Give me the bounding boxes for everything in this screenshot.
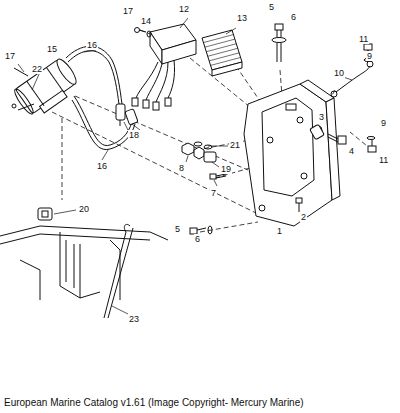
- cooling-fin: [203, 35, 233, 43]
- callout-number: 5: [174, 224, 181, 234]
- callout-number: 1: [276, 226, 283, 236]
- sleeve-and-bolt: [310, 124, 346, 144]
- callout-number: 16: [86, 40, 98, 50]
- callout-number: 7: [210, 188, 217, 198]
- ground-lead: [331, 44, 376, 152]
- callout-number: 6: [194, 234, 201, 244]
- callout-number: 2: [300, 212, 307, 222]
- callout-number: 10: [333, 68, 345, 78]
- cooling-fin: [205, 39, 235, 47]
- callout-number: 12: [178, 4, 190, 14]
- callout-number: 15: [46, 44, 58, 54]
- fasteners: [182, 142, 302, 234]
- assembly-lines: [52, 30, 372, 232]
- callout-number: 17: [4, 51, 16, 61]
- callout-number: 8: [178, 163, 185, 173]
- bolt: [272, 24, 286, 62]
- callout-number: 22: [31, 64, 43, 74]
- callout-number: 6: [290, 12, 297, 22]
- callout-number: 20: [78, 204, 90, 214]
- callout-number: 16: [96, 161, 108, 171]
- callout-number: 11: [378, 155, 389, 165]
- callout-number: 9: [380, 118, 387, 128]
- callout-number: 21: [229, 140, 241, 150]
- mounting-bracket: [244, 80, 340, 226]
- callout-number: 23: [128, 314, 140, 324]
- engine-block: [0, 208, 168, 300]
- callout-number: 4: [348, 146, 355, 156]
- callout-number: 9: [366, 51, 373, 61]
- callout-number: 13: [236, 13, 248, 23]
- cooling-fin: [209, 53, 239, 61]
- callout-number: 11: [358, 34, 369, 44]
- image-caption: European Marine Catalog v1.61 (Image Cop…: [4, 397, 304, 409]
- cooling-fin: [208, 48, 238, 56]
- switch-box: [132, 24, 196, 110]
- cooling-fin: [211, 57, 241, 65]
- leader-lines: [18, 18, 352, 314]
- callout-number: 14: [140, 16, 152, 26]
- callout-number: 3: [318, 112, 325, 122]
- callout-number: 19: [220, 164, 232, 174]
- cooling-fin: [206, 44, 236, 52]
- rectifier: [202, 30, 242, 76]
- callout-number: 17: [122, 6, 134, 16]
- callout-number: 18: [128, 130, 140, 140]
- tie-strap: [104, 224, 133, 318]
- callout-number: 5: [268, 2, 275, 12]
- ignition-coil: [12, 57, 83, 121]
